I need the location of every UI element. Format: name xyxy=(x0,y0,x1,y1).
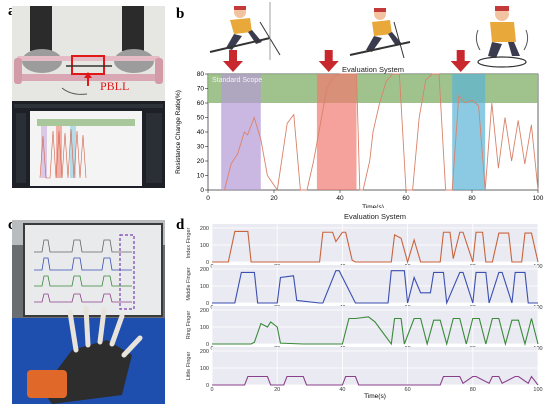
y-tick-label: 100 xyxy=(200,284,209,290)
y-tick-label: 100 xyxy=(200,243,209,249)
series-line xyxy=(224,73,539,192)
subplot-ylabel: Little Finger xyxy=(186,351,192,380)
x-tick-label: 40 xyxy=(336,195,344,202)
y-tick-label: 70 xyxy=(197,86,205,93)
y-tick-label: 80 xyxy=(197,71,205,78)
subplot-ylabel: Ring Finger xyxy=(186,311,192,340)
red-arrow-head xyxy=(450,61,471,72)
x-tick-label: 40 xyxy=(339,387,345,393)
subplot-ylabel: Index Finger xyxy=(186,228,192,259)
series-line xyxy=(212,375,539,386)
chart-title: Evaluation System xyxy=(344,212,406,221)
y-tick-label: 20 xyxy=(197,158,205,165)
y-tick-label: 200 xyxy=(200,226,209,232)
y-tick-label: 200 xyxy=(200,267,209,273)
panel-letter-c: c xyxy=(8,217,15,234)
y-tick-label: 0 xyxy=(206,342,209,348)
y-tick-label: 0 xyxy=(206,383,209,389)
chart-title: Evaluation System xyxy=(342,65,404,74)
x-tick-label: 80 xyxy=(468,195,476,202)
y-axis-label: Resistance Change Ratio(%) xyxy=(175,90,182,174)
panel-d-chart: Evaluation System 0 100 200 Index Finger 0 20 4… xyxy=(186,212,543,400)
x-tick-label: 0 xyxy=(210,387,213,393)
y-tick-label: 0 xyxy=(206,301,209,307)
highlight-region xyxy=(452,74,486,190)
x-tick-label: 100 xyxy=(533,195,544,202)
pbll-label: PBLL xyxy=(100,79,130,93)
x-tick-label: 20 xyxy=(274,387,280,393)
laptop-screenshot-illustration xyxy=(12,101,165,188)
panel-letter-b: b xyxy=(176,6,185,22)
red-arrow-stem xyxy=(229,50,237,62)
red-arrow-head xyxy=(318,61,339,72)
highlight-region xyxy=(221,74,261,190)
y-tick-label: 0 xyxy=(206,260,209,266)
series-line xyxy=(212,230,539,265)
y-tick-label: 30 xyxy=(197,144,205,151)
x-tick-label: 60 xyxy=(405,387,411,393)
skier-icon xyxy=(209,2,281,60)
x-tick-label: 20 xyxy=(270,195,278,202)
panel-letter-d: d xyxy=(176,217,185,233)
panel-letter-a: a xyxy=(8,3,16,20)
y-tick-label: 10 xyxy=(197,173,205,180)
panel-a-laptop-screen xyxy=(12,101,165,188)
subplot-area xyxy=(212,265,538,303)
y-tick-label: 0 xyxy=(200,187,204,194)
skier-icon xyxy=(349,8,411,59)
x-tick-label: 80 xyxy=(470,387,476,393)
series-line xyxy=(212,270,538,306)
skier-icon xyxy=(475,6,529,68)
y-tick-label: 40 xyxy=(197,129,205,136)
x-tick-label: 60 xyxy=(402,195,410,202)
x-axis-label: Time(s) xyxy=(362,204,384,208)
subplot-area xyxy=(212,224,538,262)
x-axis-label: Time(s) xyxy=(364,393,386,400)
standard-scope-label: Standard Scope xyxy=(212,77,262,84)
y-tick-label: 100 xyxy=(200,366,209,372)
device-photo-illustration xyxy=(12,6,165,101)
skier-icons xyxy=(209,2,529,68)
y-tick-label: 60 xyxy=(197,100,205,107)
highlight-region xyxy=(316,74,357,190)
red-arrow-stem xyxy=(324,50,333,62)
red-arrow-stem xyxy=(456,50,465,62)
red-arrow-head xyxy=(223,61,243,72)
x-tick-label: 100 xyxy=(533,387,542,393)
x-tick-label: 0 xyxy=(206,195,210,202)
y-tick-label: 100 xyxy=(200,325,209,331)
subplot-area xyxy=(212,347,538,385)
series-line xyxy=(212,316,539,347)
panel-b-chart: 0 20 40 60 80 100 0 10 20 30 40 50 60 70 80 Evaluation … xyxy=(175,50,544,208)
y-tick-label: 200 xyxy=(200,349,209,355)
panel-a-photo: PBLL xyxy=(12,6,165,101)
y-tick-label: 200 xyxy=(200,308,209,314)
subplot-ylabel: Middle Finger xyxy=(186,267,192,300)
glove-and-monitor-illustration xyxy=(12,220,165,404)
y-tick-label: 50 xyxy=(197,115,205,122)
panel-c-photo xyxy=(12,220,165,404)
